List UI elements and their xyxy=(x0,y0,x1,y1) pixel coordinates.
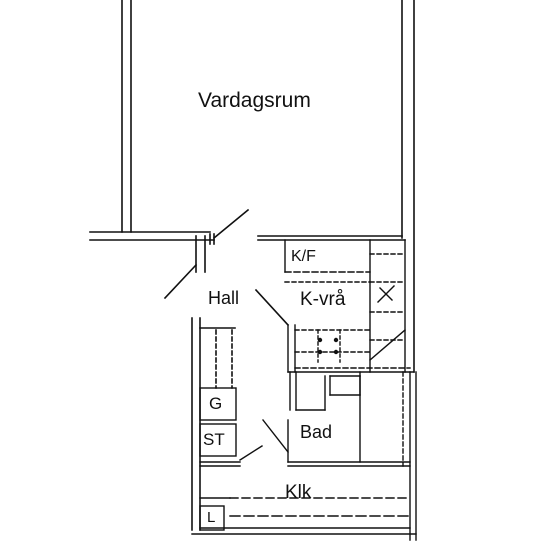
kitchen-walls xyxy=(284,239,415,373)
room-label-hall: Hall xyxy=(208,288,240,308)
fixture-label-g: G xyxy=(209,394,223,413)
fixture-label-l: L xyxy=(207,509,216,526)
closet-walls xyxy=(191,497,417,535)
room-label-living: Vardagsrum xyxy=(198,89,311,112)
room-label-fridge-freezer: K/F xyxy=(291,248,316,265)
room-label-kitchen-corner: K-vrå xyxy=(300,289,346,310)
living-room-walls xyxy=(89,0,415,373)
room-label-bath: Bad xyxy=(300,422,333,442)
room-label-closet: Klk xyxy=(285,482,312,503)
hall-door xyxy=(163,208,290,327)
fixture-boxes xyxy=(199,387,237,531)
bathroom-walls xyxy=(199,371,417,541)
fixture-label-st: ST xyxy=(203,430,225,449)
